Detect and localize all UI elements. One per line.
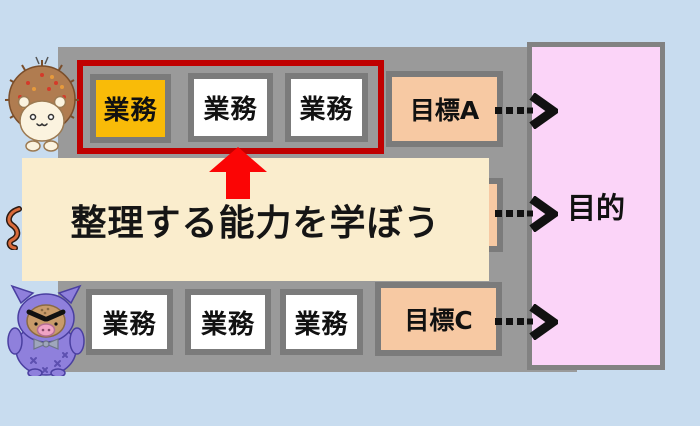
task-label: 業務 [200,309,255,340]
task-box: 業務 [285,73,368,142]
task-box: 業務 [86,289,173,355]
dotted-arrow-right-icon [495,304,558,340]
task-label: 業務 [102,309,157,340]
task-box: 業務 [188,73,273,142]
task-label: 業務 [103,96,158,126]
curled-tail-icon [5,206,22,250]
task-box-highlighted: 業務 [90,74,171,143]
highlight-frame [77,60,384,154]
dotted-arrow-right-icon [495,93,558,129]
red-up-arrow-icon [209,147,267,199]
boar-character-icon [7,284,85,376]
callout-banner: 整理する能力を学ぼう [22,158,489,281]
hedgehog-character-icon [4,56,80,152]
task-box: 業務 [185,289,271,355]
goal-c-box: 目標C [375,282,502,356]
task-box: 業務 [280,289,363,355]
dotted-arrow-right-icon [495,196,558,232]
purpose-label: 目的 [566,191,625,225]
goal-a-box: 目標A [386,71,503,147]
callout-text: 整理する能力を学ぼう [70,202,441,244]
goal-c-label: 目標C [404,306,473,335]
task-label: 業務 [294,309,349,340]
goal-a-label: 目標A [409,96,480,125]
task-label: 業務 [299,95,354,125]
task-label: 業務 [203,95,258,125]
